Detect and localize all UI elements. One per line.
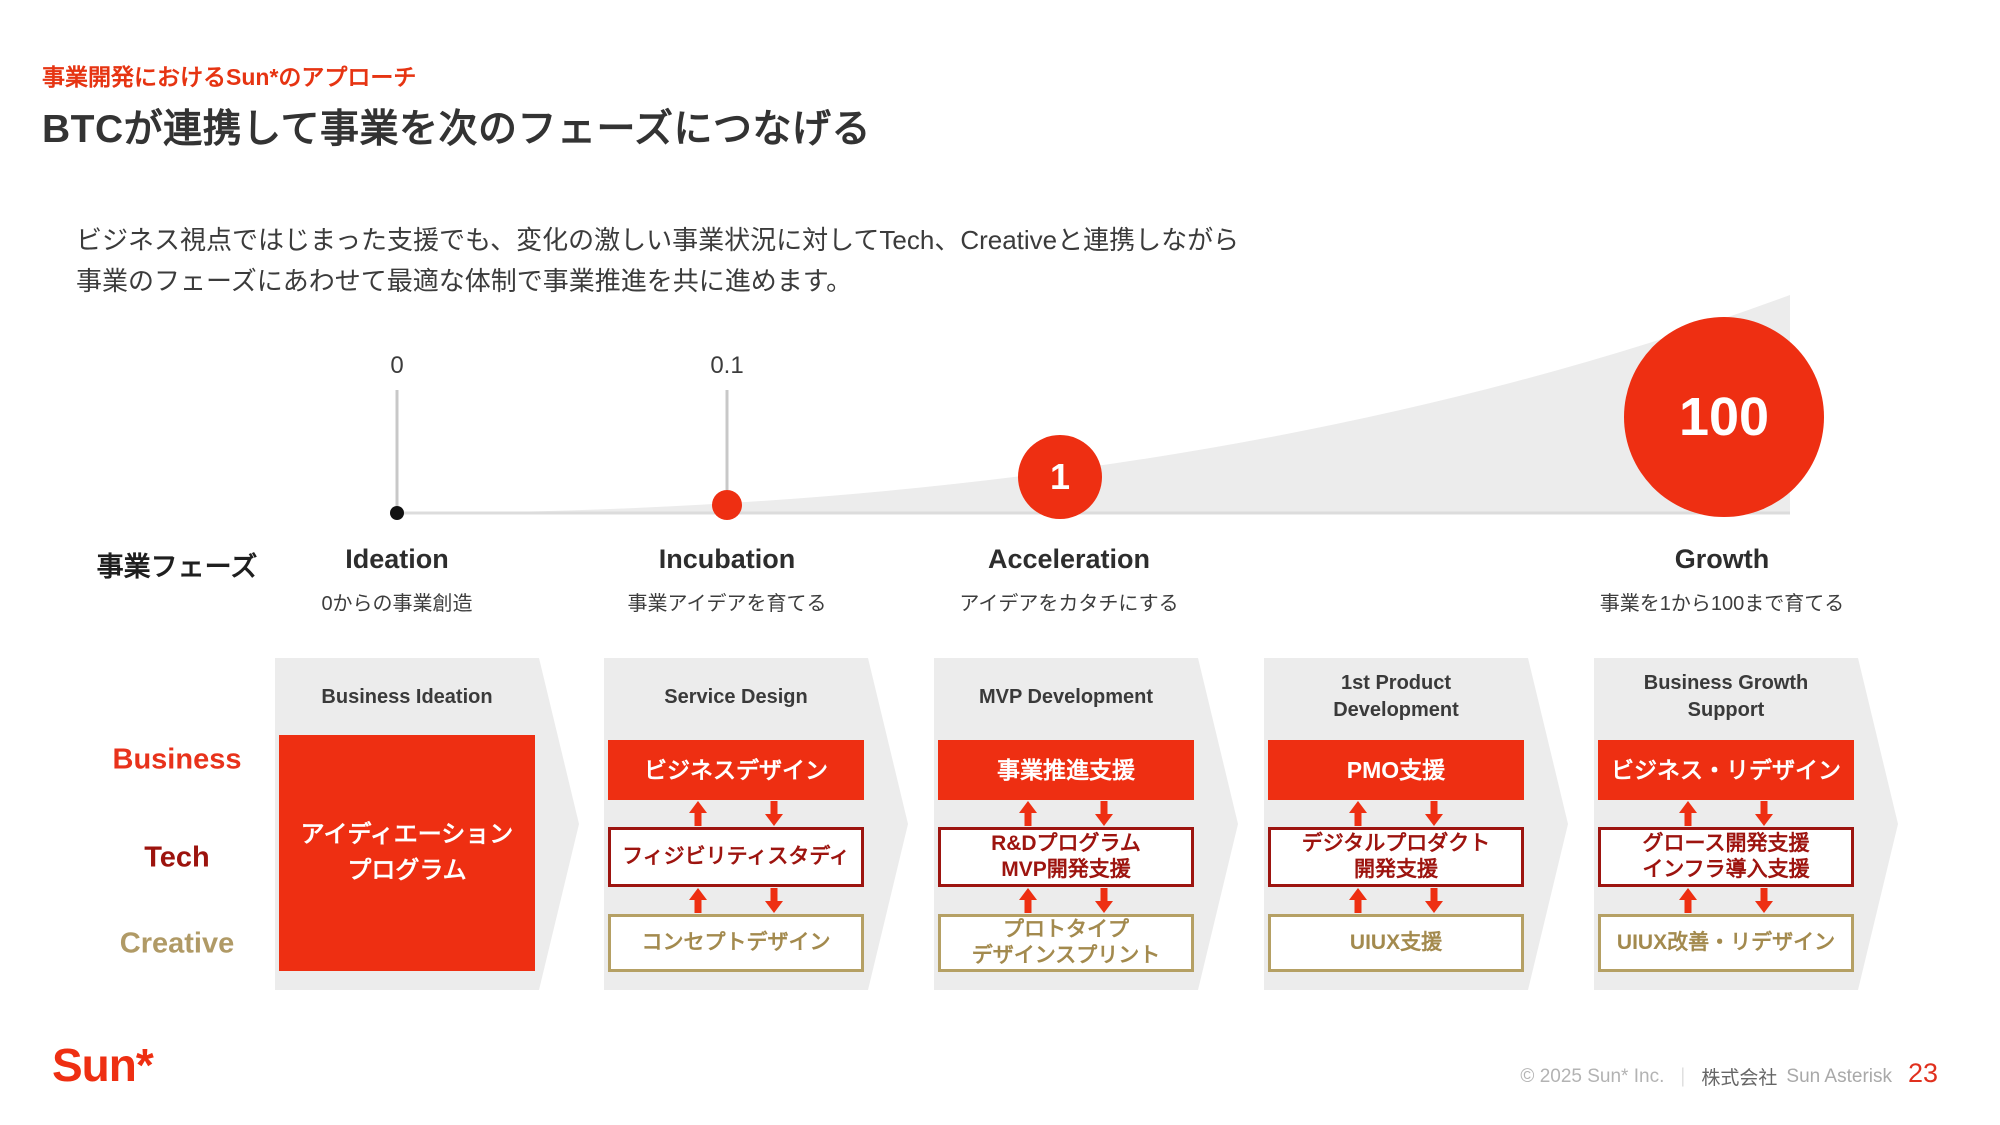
marker-dot-0-1 (712, 490, 742, 520)
page-title: BTCが連携して事業を次のフェーズにつなげる (42, 108, 872, 151)
tick-label-0: 0 (390, 352, 404, 379)
business-box: 事業推進支援 (938, 740, 1194, 800)
body-paragraph: ビジネス視点ではじまった支援でも、変化の激しい事業状況に対してTech、Crea… (76, 220, 1239, 302)
phase-row-label: 事業フェーズ (96, 552, 258, 582)
body-line-1: ビジネス視点ではじまった支援でも、変化の激しい事業状況に対してTech、Crea… (76, 225, 1240, 255)
footer-separator: ｜ (1673, 1068, 1693, 1089)
column-header: Service Design (664, 685, 808, 708)
up-down-arrows-icon (689, 888, 783, 913)
lane-label-business: Business (112, 743, 242, 776)
up-down-arrows-icon (1019, 801, 1113, 826)
business-box: ビジネス・リデザイン (1598, 740, 1854, 800)
sun-logo: Sun* (52, 1039, 154, 1091)
creative-box: プロトタイプ デザインスプリント (938, 914, 1194, 972)
marker-circle-1: 1 (1018, 435, 1102, 519)
up-down-arrows-icon (1349, 888, 1443, 913)
marker-dot-0 (390, 506, 404, 520)
up-down-arrows-icon (689, 801, 783, 826)
up-down-arrows-icon (1679, 801, 1773, 826)
phase-acceleration-desc: アイデアをカタチにする (959, 593, 1179, 615)
footer-company-jp: 株式会社 (1701, 1068, 1778, 1089)
up-down-arrows-icon (1019, 888, 1113, 913)
marker-circle-1-value: 1 (1049, 456, 1071, 497)
tech-box: グロース開発支援 インフラ導入支援 (1598, 827, 1854, 887)
column-1st-product-development: 1st Product Development PMO支援 デジタルプロダクト … (1264, 658, 1568, 990)
business-box: ビジネスデザイン (608, 740, 864, 800)
phase-acceleration: Acceleration (987, 544, 1151, 574)
tech-box: R&Dプログラム MVP開発支援 (938, 827, 1194, 887)
creative-box: コンセプトデザイン (608, 914, 864, 972)
body-line-2: 事業のフェーズにあわせて最適な体制で事業推進を共に進めます。 (76, 266, 853, 296)
creative-box: UIUX支援 (1268, 914, 1524, 972)
footer-credits: © 2025 Sun* Inc. ｜ 株式会社 Sun Asterisk (1520, 1063, 1892, 1090)
phase-growth-desc: 事業を1から100まで育てる (1599, 593, 1845, 615)
marker-circle-100-value: 100 (1678, 387, 1770, 447)
creative-box: UIUX改善・リデザイン (1598, 914, 1854, 972)
column-business-growth-support: Business Growth Support ビジネス・リデザイン グロース開… (1594, 658, 1898, 990)
marker-circle-100: 100 (1624, 317, 1824, 517)
lane-label-tech: Tech (144, 841, 210, 874)
column-business-ideation: Business Ideation アイディエーション プログラム (275, 658, 579, 990)
tick-label-0-1: 0.1 (710, 352, 744, 379)
footer-company-en: Sun Asterisk (1786, 1065, 1892, 1087)
phase-incubation: Incubation (658, 544, 796, 574)
column-service-design: Service Design ビジネスデザイン フィジビリティスタディ コンセプ… (604, 658, 908, 990)
up-down-arrows-icon (1349, 801, 1443, 826)
ideation-program-box: アイディエーション プログラム (279, 735, 535, 971)
phase-incubation-desc: 事業アイデアを育てる (627, 593, 827, 615)
eyebrow: 事業開発におけるSun*のアプローチ (42, 64, 417, 90)
tech-box: デジタルプロダクト 開発支援 (1268, 827, 1524, 887)
column-mvp-development: MVP Development 事業推進支援 R&Dプログラム MVP開発支援 … (934, 658, 1238, 990)
tech-box: フィジビリティスタディ (608, 827, 864, 887)
column-header: Business Growth Support (1643, 672, 1809, 721)
business-box: PMO支援 (1268, 740, 1524, 800)
up-down-arrows-icon (1679, 888, 1773, 913)
page-number: 23 (1908, 1058, 1939, 1088)
phase-ideation: Ideation (345, 544, 449, 574)
growth-wedge (397, 295, 1790, 513)
lane-label-creative: Creative (119, 927, 235, 960)
column-header: MVP Development (978, 685, 1154, 708)
footer-copyright: © 2025 Sun* Inc. (1520, 1065, 1665, 1087)
column-header: 1st Product Development (1333, 672, 1459, 721)
phase-ideation-desc: 0からの事業創造 (321, 593, 473, 615)
column-header: Business Ideation (321, 685, 493, 708)
phase-growth: Growth (1674, 544, 1770, 574)
